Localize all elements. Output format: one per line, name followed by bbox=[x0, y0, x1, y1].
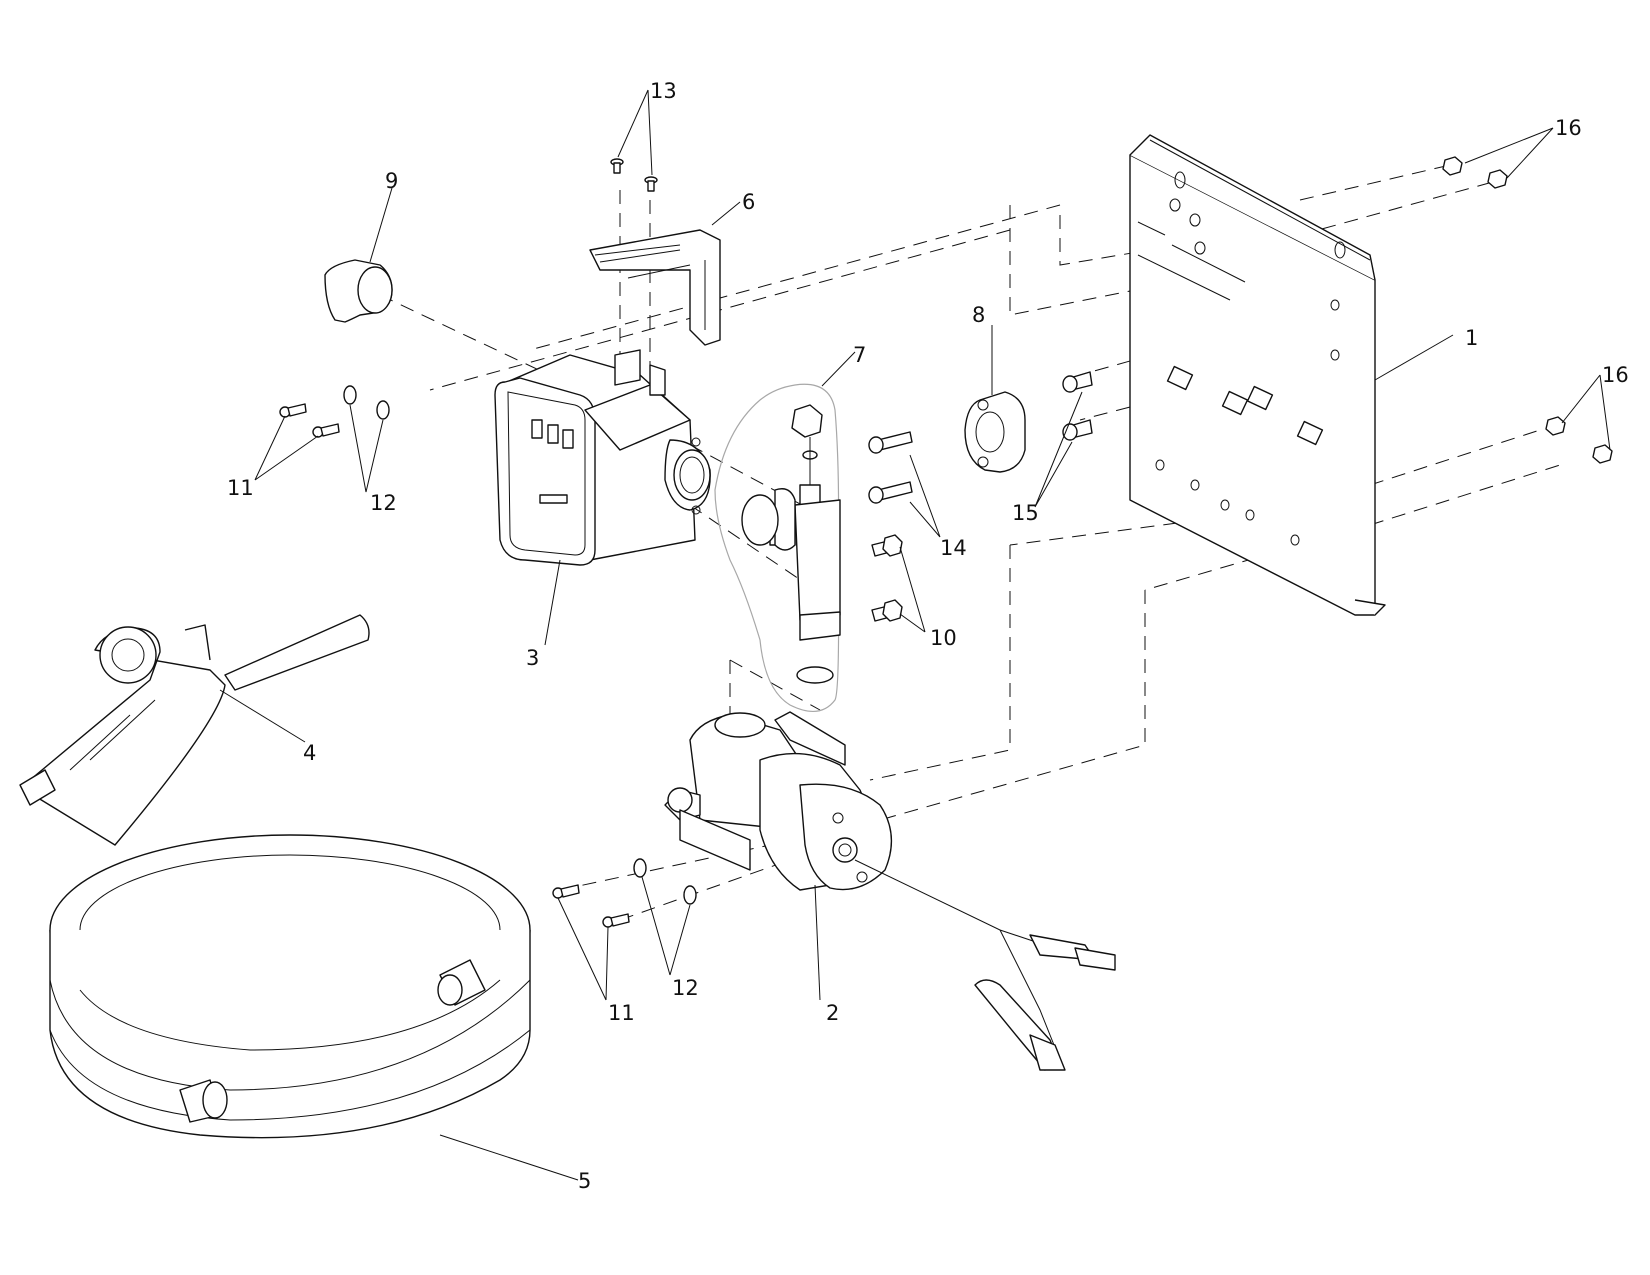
callout-8: 8 bbox=[972, 303, 985, 327]
bracket-screws bbox=[610, 158, 658, 192]
lower-fasteners bbox=[552, 858, 697, 928]
callouts: 13 6 9 7 8 1 16 16 15 14 10 3 4 5 2 11 1… bbox=[227, 79, 1629, 1193]
callout-13: 13 bbox=[650, 79, 677, 103]
pump-motor bbox=[664, 711, 1116, 1071]
callout-12-upper: 12 bbox=[370, 491, 397, 515]
callout-16-right: 16 bbox=[1602, 363, 1629, 387]
spacers bbox=[1062, 371, 1093, 441]
callout-7: 7 bbox=[853, 343, 866, 367]
callout-11-lower: 11 bbox=[608, 1001, 635, 1025]
leader-lines bbox=[219, 89, 1611, 1181]
filter-assembly bbox=[714, 383, 841, 712]
callout-9: 9 bbox=[385, 169, 398, 193]
meter-bracket bbox=[589, 229, 721, 346]
flange-bolts bbox=[871, 534, 903, 622]
callout-14: 14 bbox=[940, 536, 967, 560]
callout-1: 1 bbox=[1465, 326, 1478, 350]
callout-5: 5 bbox=[578, 1169, 591, 1193]
flow-meter bbox=[494, 349, 711, 566]
callout-12-lower: 12 bbox=[672, 976, 699, 1000]
callout-10: 10 bbox=[930, 626, 957, 650]
nuts bbox=[1442, 156, 1613, 464]
callout-3: 3 bbox=[526, 646, 539, 670]
elbow-fitting bbox=[324, 259, 393, 323]
inlet-flange bbox=[964, 391, 1026, 473]
callout-4: 4 bbox=[303, 741, 316, 765]
hose bbox=[49, 834, 531, 1139]
callout-11-upper: 11 bbox=[227, 476, 254, 500]
callout-2: 2 bbox=[826, 1001, 839, 1025]
upper-fasteners bbox=[279, 385, 390, 438]
mounting-plate bbox=[1129, 134, 1386, 616]
socket-cap-screws bbox=[868, 431, 913, 504]
callout-6: 6 bbox=[742, 190, 755, 214]
callout-15: 15 bbox=[1012, 501, 1039, 525]
callout-16-top: 16 bbox=[1555, 116, 1582, 140]
nozzle bbox=[19, 614, 370, 846]
